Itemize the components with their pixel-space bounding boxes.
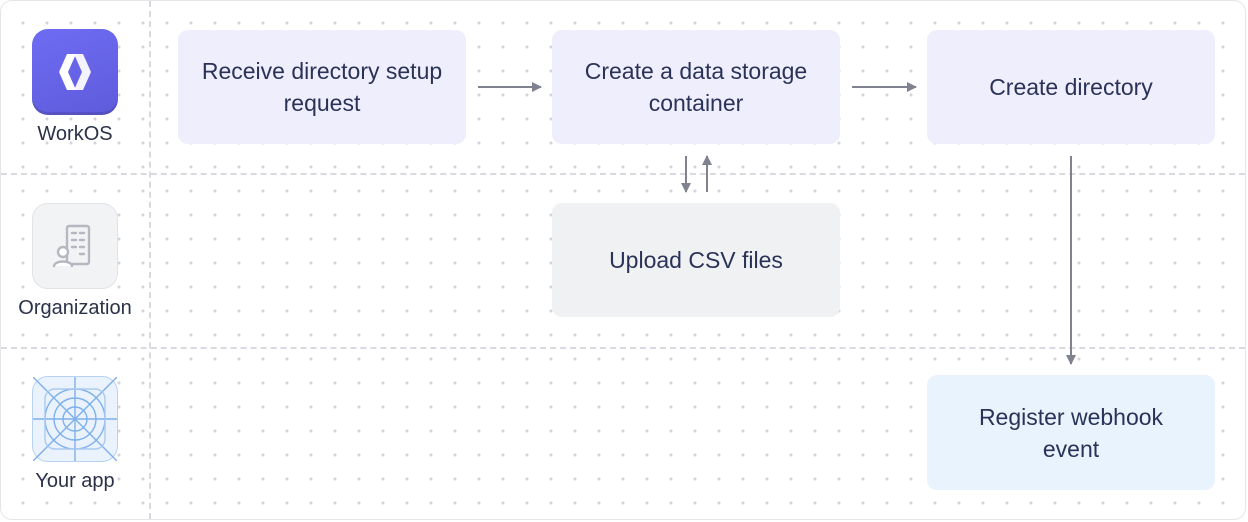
node-label: Create a data storage container <box>584 58 808 116</box>
node-label: Create directory <box>989 74 1153 100</box>
node-register-webhook-event: Register webhook event <box>927 375 1215 490</box>
node-receive-directory-setup-request: Receive directory setup request <box>178 30 466 144</box>
lane-label-workos: WorkOS <box>37 123 113 145</box>
label-column-divider <box>149 1 151 519</box>
node-create-directory: Create directory <box>927 30 1215 144</box>
node-label: Receive directory setup request <box>201 58 443 116</box>
lane-your-app: Your app <box>1 376 149 493</box>
lane-label-organization: Organization <box>18 297 132 319</box>
office-building-icon <box>32 203 118 289</box>
node-label: Upload CSV files <box>609 247 783 273</box>
app-blueprint-icon <box>32 376 118 462</box>
lane-label-your-app: Your app <box>35 470 115 492</box>
node-label: Register webhook event <box>978 403 1164 462</box>
lane-divider <box>1 347 1245 349</box>
node-create-data-storage-container: Create a data storage container <box>552 30 840 144</box>
lane-workos: WorkOS <box>1 29 149 146</box>
lane-organization: Organization <box>1 203 149 320</box>
node-upload-csv-files: Upload CSV files <box>552 203 840 317</box>
lane-divider <box>1 173 1245 175</box>
workos-logo-icon <box>32 29 118 115</box>
